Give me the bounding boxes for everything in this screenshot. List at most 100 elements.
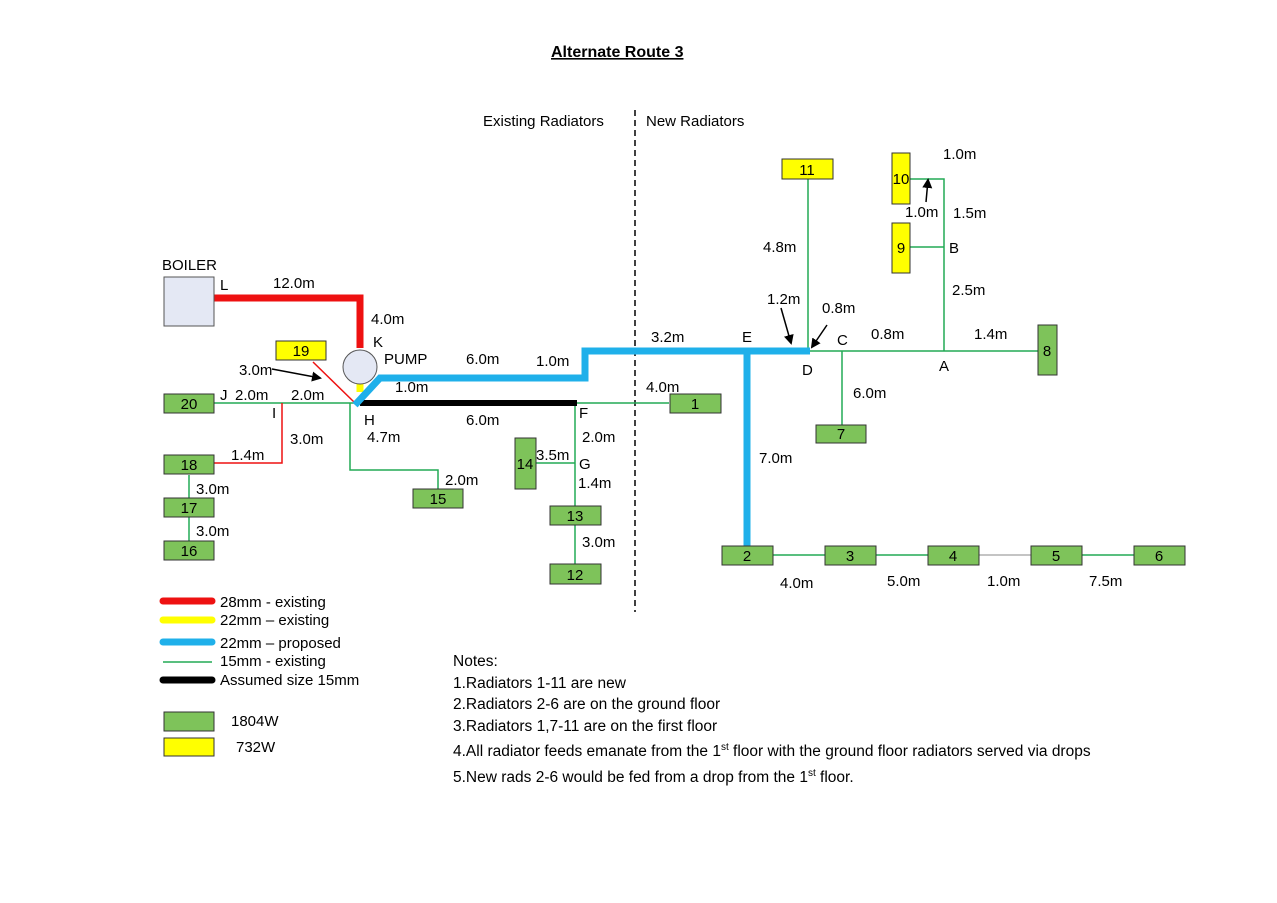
radiator-10 [891, 152, 911, 205]
note-1: 1.Radiators 1-11 are new [453, 674, 626, 692]
note-5-text-a: 5.New rads 2-6 would be fed from a drop … [453, 769, 808, 787]
note-5: 5.New rads 2-6 would be fed from a drop … [453, 763, 1091, 789]
new-radiators-label: New Radiators [646, 113, 744, 130]
dist-f-1: 4.0m [646, 379, 679, 396]
pipe-h-15 [349, 403, 439, 489]
dist-to-18: 1.4m [231, 447, 264, 464]
pump-label: PUMP [384, 351, 427, 368]
dist-top-10: 1.0m [943, 146, 976, 163]
node-e: E [742, 329, 752, 346]
node-a: A [939, 358, 949, 375]
node-h: H [364, 412, 375, 429]
radiator-16-label: 16 [181, 543, 198, 560]
radiator-12-label: 12 [567, 567, 584, 584]
radiator-7-label: 7 [837, 426, 845, 443]
node-i: I [272, 405, 276, 422]
dist-c-a: 0.8m [871, 326, 904, 343]
radiator-11-label: 11 [799, 162, 815, 179]
radiator-9 [891, 222, 911, 274]
dist-b-top: 1.5m [953, 205, 986, 222]
radiator-14-label: 14 [517, 456, 534, 473]
pipe-19-h [312, 361, 355, 403]
pipe-h-d [352, 347, 810, 408]
dist-k-down: 4.0m [371, 311, 404, 328]
radiator-15 [412, 488, 464, 509]
radiator-11 [781, 158, 834, 180]
node-k: K [373, 334, 383, 351]
radiator-14 [514, 437, 537, 490]
legend-swatch-732w [163, 737, 215, 757]
dist-pump-right: 6.0m [466, 351, 499, 368]
node-j: J [220, 387, 228, 404]
dist-h-diag: 1.0m [395, 379, 428, 396]
notes-block: Notes: 1.Radiators 1-11 are new 2.Radiat… [453, 651, 1091, 789]
dist-i-down: 3.0m [290, 431, 323, 448]
dist-3-4: 5.0m [887, 573, 920, 590]
radiators: 1 2 3 4 5 6 7 8 9 10 11 12 13 14 15 16 1 [163, 152, 1186, 585]
dist-c-down: 6.0m [853, 385, 886, 402]
node-b: B [949, 240, 959, 257]
node-l: L [220, 277, 228, 294]
pump [342, 349, 378, 385]
note-4-text-b: floor with the ground floor radiators se… [728, 743, 1091, 761]
radiator-19 [275, 340, 327, 361]
radiator-17-label: 17 [181, 500, 198, 517]
dist-to-15: 2.0m [445, 472, 478, 489]
radiator-12 [549, 563, 602, 585]
note-5-text-b: floor. [815, 769, 854, 787]
node-c: C [837, 332, 848, 349]
dist-4-5: 1.0m [987, 573, 1020, 590]
radiator-13-label: 13 [567, 508, 584, 525]
legend-label-732w: 732W [236, 739, 276, 756]
arrow-d-right [810, 324, 828, 349]
radiator-18 [163, 454, 215, 475]
legend: 28mm - existing 22mm – existing 22mm – p… [159, 594, 359, 757]
legend-label-28mm-existing: 28mm - existing [220, 594, 326, 611]
pipes-22mm-proposed [352, 347, 810, 552]
legend-label-1804w: 1804W [231, 713, 279, 730]
arrow-to-10 [922, 178, 933, 203]
dist-j-right: 2.0m [291, 387, 324, 404]
radiator-5-label: 5 [1052, 548, 1060, 565]
dist-f-down: 2.0m [582, 429, 615, 446]
radiator-8-label: 8 [1043, 343, 1051, 360]
dist-blue-e: 3.2m [651, 329, 684, 346]
radiator-3-label: 3 [846, 548, 854, 565]
dist-to-19: 3.0m [239, 362, 272, 379]
pipe-boiler-k [214, 294, 364, 348]
dist-a-8: 1.4m [974, 326, 1007, 343]
pipe-i-18 [214, 403, 283, 464]
note-2: 2.Radiators 2-6 are on the ground floor [453, 696, 721, 714]
radiator-15-label: 15 [430, 491, 447, 508]
radiator-16 [163, 540, 215, 561]
dist-j-left: 2.0m [235, 387, 268, 404]
radiator-17 [163, 497, 215, 518]
note-4-text-a: 4.All radiator feeds emanate from the 1 [453, 743, 721, 761]
note-3: 3.Radiators 1,7-11 are on the first floo… [453, 717, 718, 735]
radiator-1-label: 1 [691, 396, 699, 413]
radiator-10-label: 10 [893, 171, 910, 188]
dist-d-c-arrow: 0.8m [822, 300, 855, 317]
dist-black-run: 6.0m [466, 412, 499, 429]
node-f: F [579, 405, 588, 422]
radiator-5 [1030, 545, 1083, 566]
dist-blue-step: 1.0m [536, 353, 569, 370]
legend-swatch-1804w [163, 711, 215, 732]
diagram-title: Alternate Route 3 [551, 44, 684, 61]
existing-radiators-label: Existing Radiators [483, 113, 604, 130]
arrow-to-19 [271, 368, 322, 382]
notes-heading: Notes: [453, 653, 498, 670]
dimension-arrows [271, 178, 933, 382]
radiator-3 [824, 545, 877, 566]
dist-2-3: 4.0m [780, 575, 813, 592]
radiator-1 [669, 393, 722, 414]
radiator-4-label: 4 [949, 548, 957, 565]
node-labels: A B C D E F G H I J K L [220, 240, 959, 473]
node-d: D [802, 362, 813, 379]
dist-5-6: 7.5m [1089, 573, 1122, 590]
radiator-4 [927, 545, 980, 566]
dist-g-down: 1.4m [578, 475, 611, 492]
dist-to-11: 4.8m [763, 239, 796, 256]
radiator-8 [1037, 324, 1058, 376]
